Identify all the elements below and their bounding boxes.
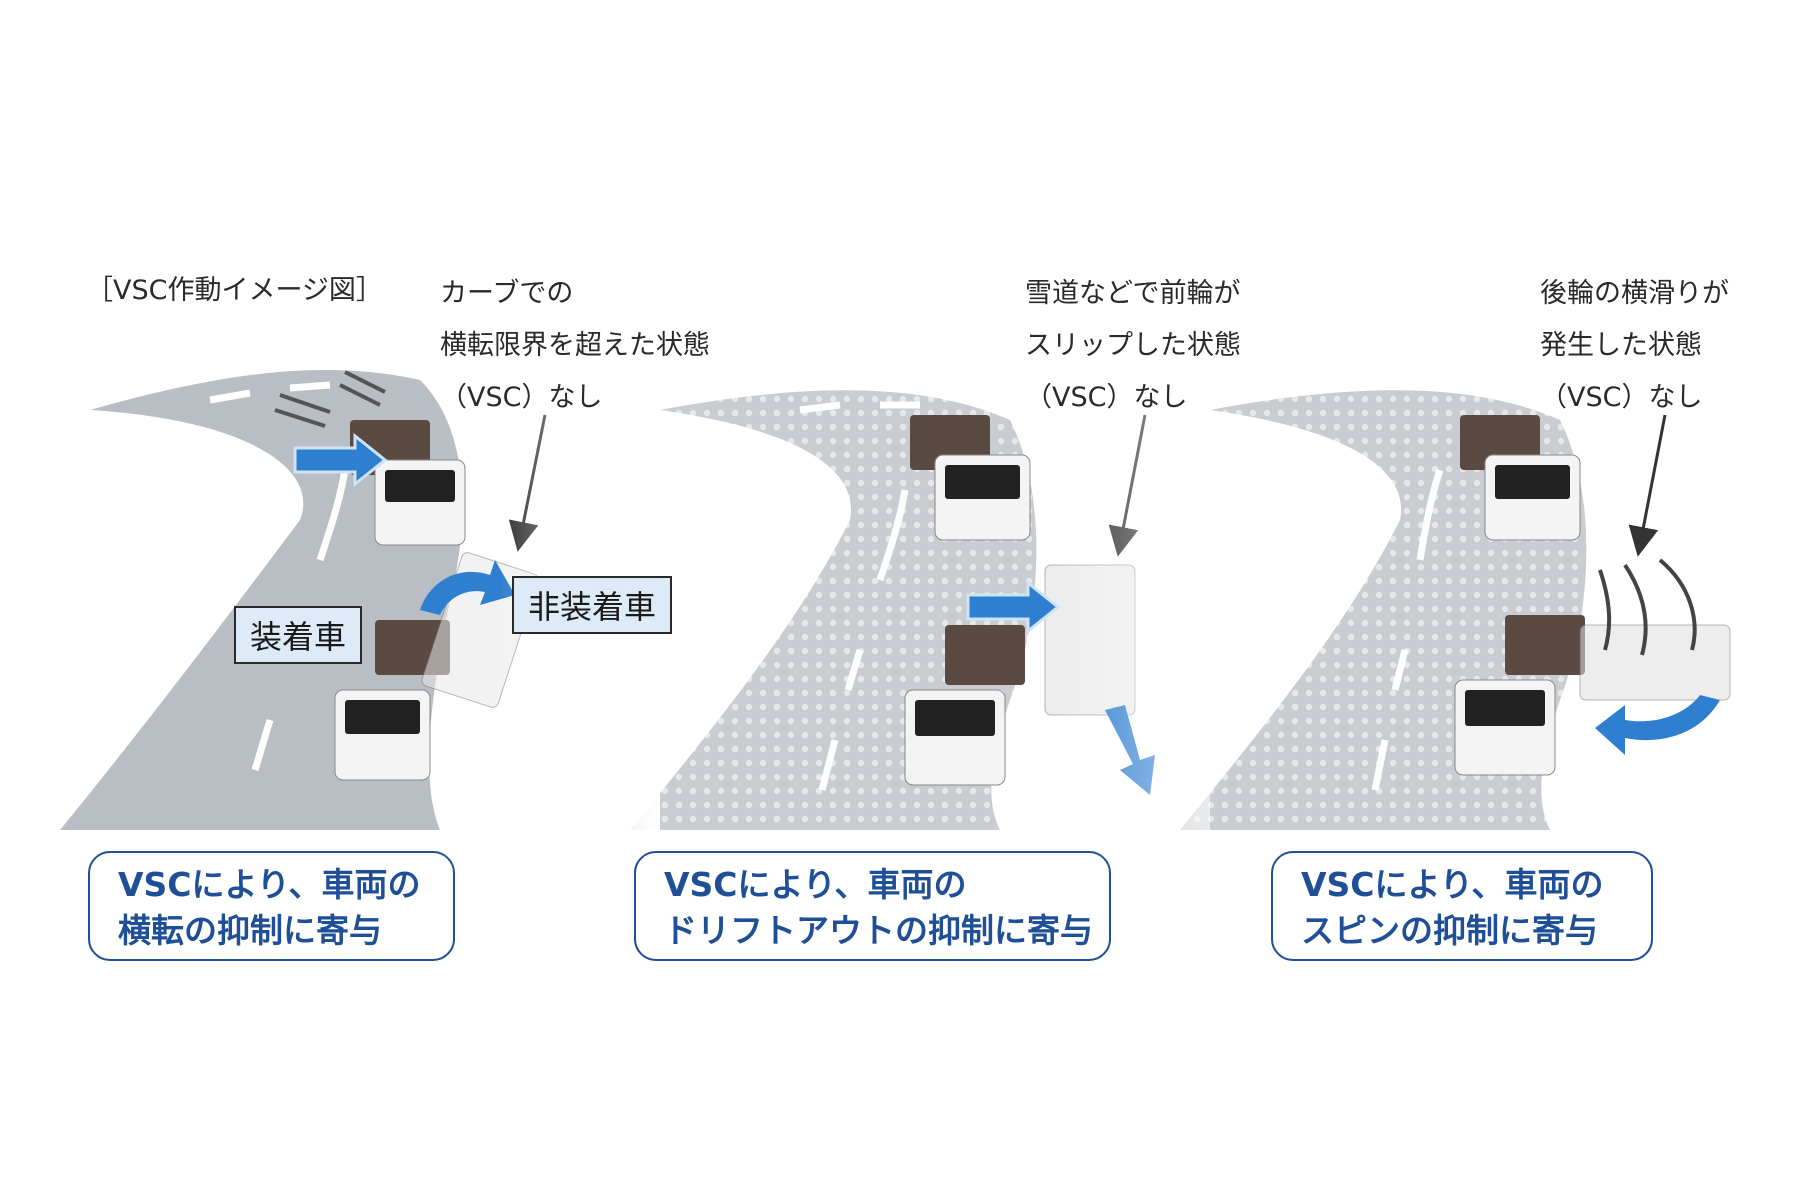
truck-equipped-panel-2 [904,625,1025,786]
truck-equipped-panel-3 [1454,615,1585,776]
truck-front-panel-3 [1460,415,1581,541]
blue-arrow-panel-2 [966,579,1061,635]
pointer-panel-3 [1628,414,1667,557]
result-line: ドリフトアウトの抑制に寄与 [664,911,1093,950]
result-box-panel-3: VSCにより、車両の スピンの抑制に寄与 [1271,851,1653,961]
note-line: 雪道などで前輪が [1025,278,1241,309]
note-line: （VSC）なし [440,382,603,413]
note-line: スリップした状態 [1025,330,1241,361]
diagram-heading: ［VSC作動イメージ図］ [86,275,383,306]
callout-unequipped: 非装着車 [512,576,673,634]
result-line: VSCにより、車両の [1301,865,1604,904]
result-line: VSCにより、車両の [118,865,421,904]
result-line: VSCにより、車両の [664,865,967,904]
skid-lines-panel-3 [1598,558,1697,656]
curved-arrow-panel-1 [420,560,515,615]
truck-unequipped-panel-3 [1579,624,1731,701]
note-line: 発生した状態 [1540,330,1702,361]
note-line: カーブでの [440,278,574,309]
result-line: 横転の抑制に寄与 [118,911,382,950]
note-panel-2: 雪道などで前輪が スリップした状態 （VSC）なし [1025,268,1241,424]
note-line: （VSC）なし [1025,382,1188,413]
truck-front-panel-1 [350,420,466,546]
motion-lines-panel-1 [274,370,386,428]
result-box-panel-2: VSCにより、車両の ドリフトアウトの抑制に寄与 [634,851,1111,961]
result-box-panel-1: VSCにより、車両の 横転の抑制に寄与 [88,851,455,961]
note-panel-3: 後輪の横滑りが 発生した状態 （VSC）なし [1540,268,1729,424]
note-line: （VSC）なし [1540,382,1703,413]
truck-front-panel-2 [910,415,1031,541]
note-line: 横転限界を超えた状態 [440,330,710,361]
blue-arrow-panel-1 [293,432,388,488]
fade-edge-2 [1050,380,1210,840]
note-panel-1: カーブでの 横転限界を超えた状態 （VSC）なし [440,268,710,424]
result-line: スピンの抑制に寄与 [1301,911,1598,950]
spin-arrow-panel-3 [1595,695,1720,755]
note-line: 後輪の横滑りが [1540,278,1729,309]
callout-equipped: 装着車 [234,606,363,664]
